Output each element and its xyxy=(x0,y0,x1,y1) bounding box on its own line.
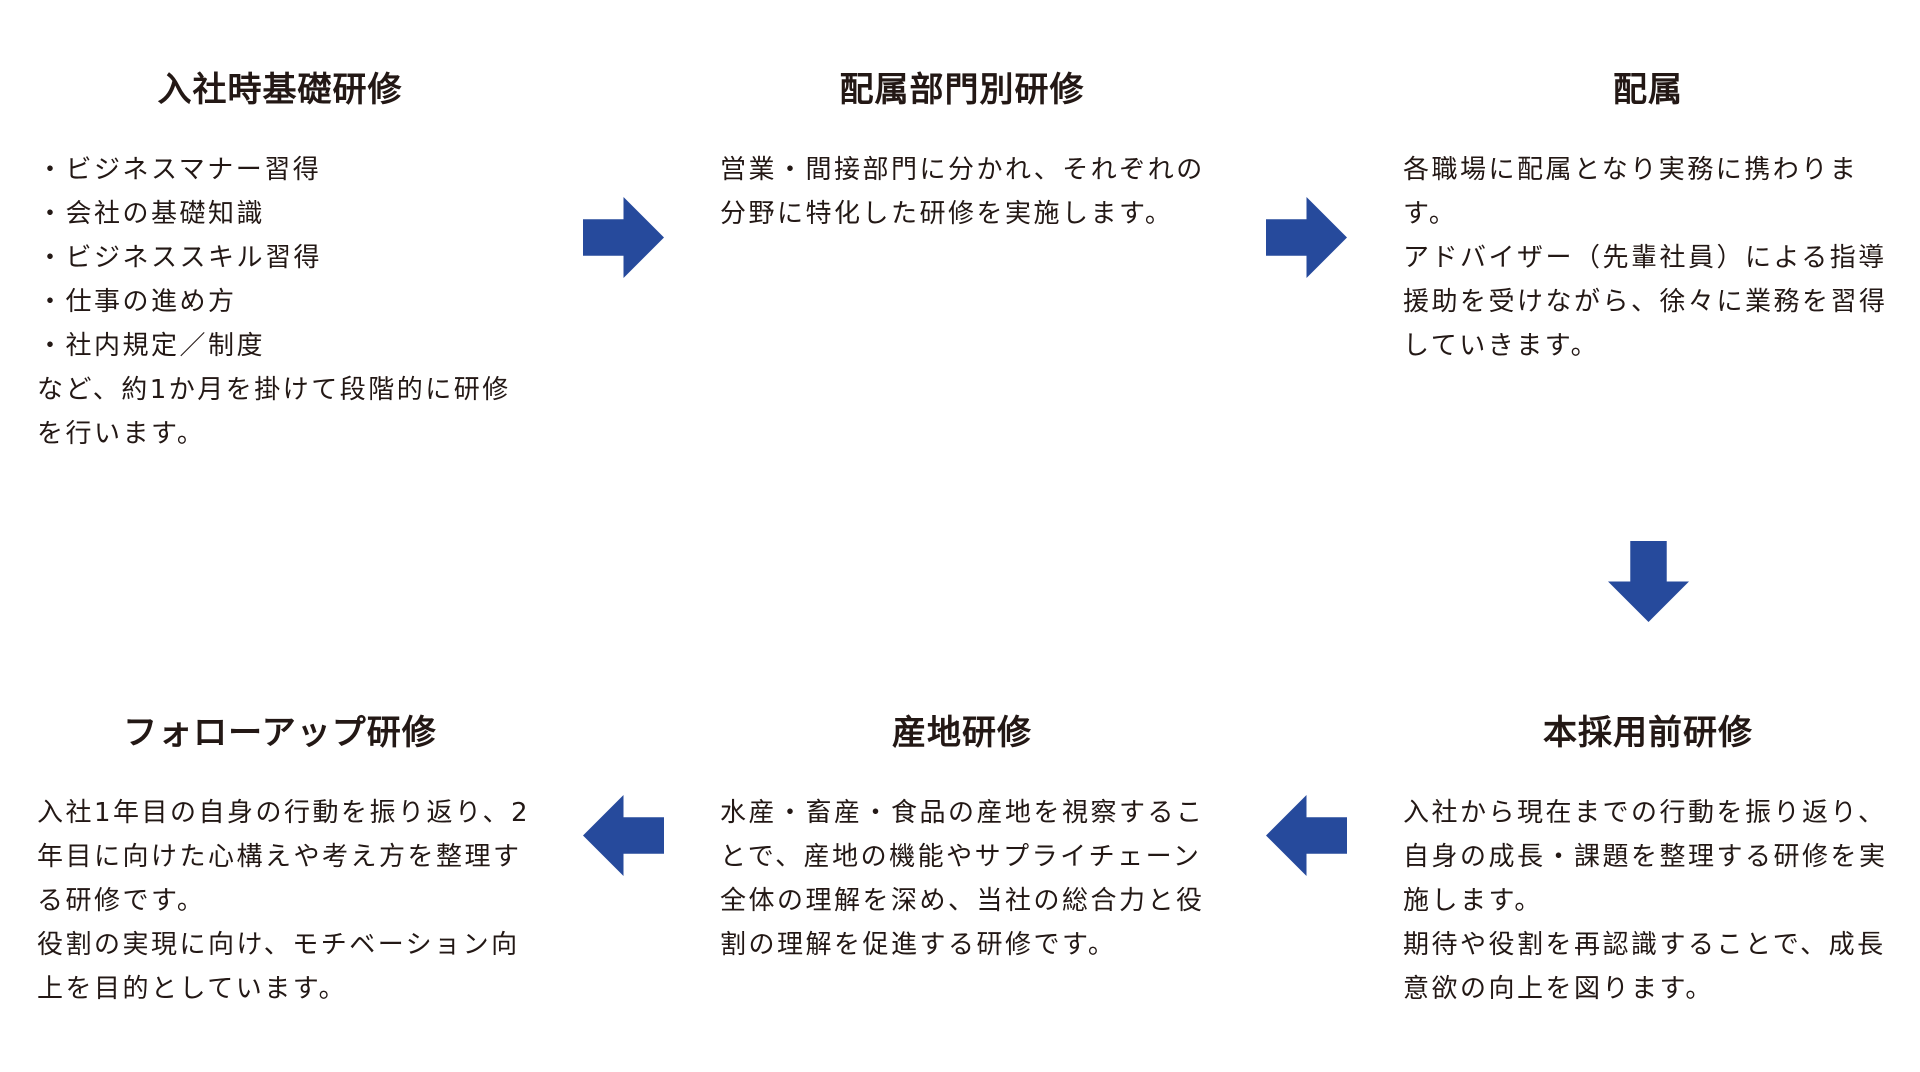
step-1-description: ・ビジネスマナー習得・会社の基礎知識・ビジネススキル習得・仕事の進め方・社内規定… xyxy=(37,148,557,456)
description-line: ・ビジネススキル習得 xyxy=(37,243,323,273)
step-2-title: 配属部門別研修 xyxy=(839,70,1085,110)
description-line: など、約1か月を掛けて段階的に研修 xyxy=(37,375,511,405)
description-line: ・社内規定／制度 xyxy=(37,331,266,361)
step-5-description: 水産・畜産・食品の産地を視察することで、産地の機能やサプライチェーン全体の理解を… xyxy=(720,791,1240,967)
description-line: 意欲の向上を図ります。 xyxy=(1403,974,1714,1004)
description-line: ・仕事の進め方 xyxy=(37,287,237,317)
step-3-title: 配属 xyxy=(1613,70,1683,110)
description-line: 援助を受けながら、徐々に業務を習得 xyxy=(1403,287,1888,317)
description-line: 全体の理解を深め、当社の総合力と役 xyxy=(720,886,1205,916)
arrow-left-icon xyxy=(583,795,664,876)
step-2-description: 営業・間接部門に分かれ、それぞれの分野に特化した研修を実施します。 xyxy=(720,148,1240,236)
description-line: 各職場に配属となり実務に携わりま xyxy=(1403,155,1859,185)
description-line: 営業・間接部門に分かれ、それぞれの xyxy=(720,155,1205,185)
description-line: す。 xyxy=(1403,199,1458,229)
description-line: ・ビジネスマナー習得 xyxy=(37,155,322,185)
description-line: 入社1年目の自身の行動を振り返り、2 xyxy=(37,798,531,828)
step-3-description: 各職場に配属となり実務に携わります。アドバイザー（先輩社員）による指導援助を受け… xyxy=(1403,148,1920,368)
step-1-title: 入社時基礎研修 xyxy=(157,70,403,110)
arrow-right-icon xyxy=(1266,197,1347,278)
description-line: 自身の成長・課題を整理する研修を実 xyxy=(1403,842,1888,872)
description-line: 入社から現在までの行動を振り返り、 xyxy=(1403,798,1887,828)
step-6-description: 入社1年目の自身の行動を振り返り、2 年目に向けた心構えや考え方を整理する研修です… xyxy=(37,791,557,1011)
description-line: を行います。 xyxy=(37,419,206,449)
description-line: とで、産地の機能やサプライチェーン xyxy=(720,842,1202,872)
description-line: 水産・畜産・食品の産地を視察するこ xyxy=(720,798,1205,828)
arrow-down-icon xyxy=(1608,541,1689,622)
step-4-title: 本採用前研修 xyxy=(1543,713,1753,753)
description-line: 割の理解を促進する研修です。 xyxy=(720,930,1117,960)
description-line: 分野に特化した研修を実施します。 xyxy=(720,199,1174,229)
description-line: アドバイザー（先輩社員）による指導 xyxy=(1403,243,1887,273)
description-line: していきます。 xyxy=(1403,331,1600,361)
description-line: 期待や役割を再認識することで、成長 xyxy=(1403,930,1886,960)
description-line: 上を目的としています。 xyxy=(37,974,348,1004)
step-4-description: 入社から現在までの行動を振り返り、自身の成長・課題を整理する研修を実施します。期… xyxy=(1403,791,1920,1011)
step-6-title: フォローアップ研修 xyxy=(123,713,437,753)
description-line: る研修です。 xyxy=(37,886,206,916)
description-line: 施します。 xyxy=(1403,886,1543,916)
step-5-title: 産地研修 xyxy=(892,713,1032,753)
description-line: ・会社の基礎知識 xyxy=(37,199,266,229)
description-line: 年目に向けた心構えや考え方を整理す xyxy=(37,842,522,872)
description-line: 役割の実現に向け、モチベーション向 xyxy=(37,930,520,960)
arrow-right-icon xyxy=(583,197,664,278)
arrow-left-icon xyxy=(1266,795,1347,876)
